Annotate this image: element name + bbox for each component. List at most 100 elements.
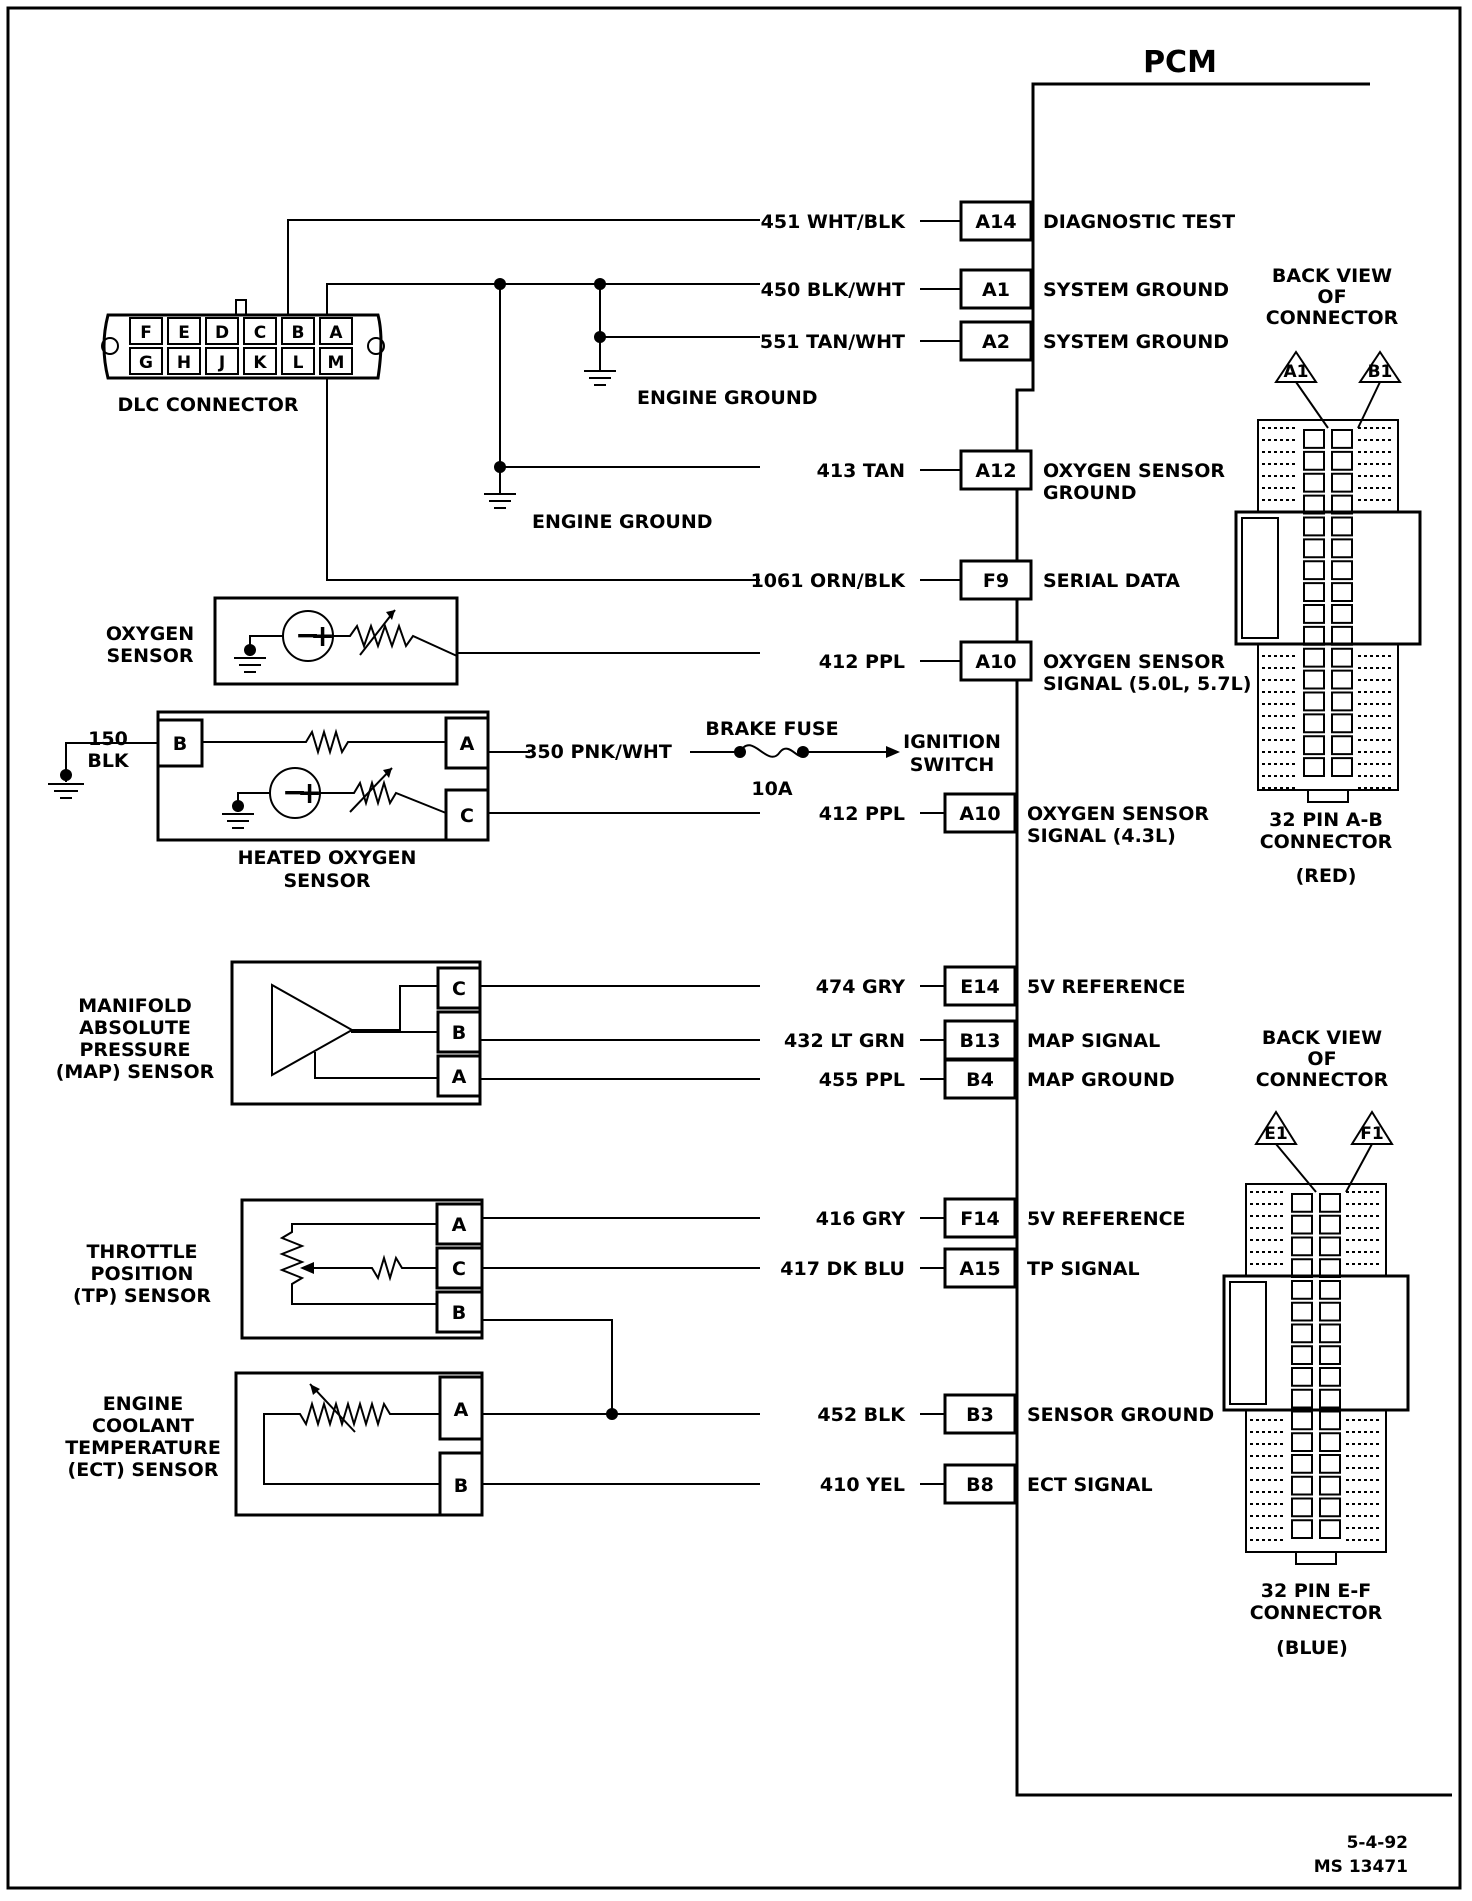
dlc-pin-label: H bbox=[177, 353, 191, 373]
ignition-switch-label: IGNITION bbox=[903, 731, 1001, 753]
brake-fuse-symbol bbox=[739, 744, 804, 758]
engine-ground-label: ENGINE GROUND bbox=[532, 511, 713, 533]
connector-ef-body bbox=[1222, 1183, 1410, 1565]
wire-label: 412 PPL bbox=[819, 651, 905, 673]
pcm-function-label: SIGNAL (5.0L, 5.7L) bbox=[1043, 673, 1251, 695]
pin-cavity bbox=[1331, 538, 1353, 559]
tp-pin: B bbox=[452, 1302, 466, 1324]
amplifier-symbol bbox=[271, 983, 355, 1077]
pcm-function-label: OXYGEN SENSOR bbox=[1043, 460, 1225, 482]
dlc-pin-label: G bbox=[139, 353, 153, 373]
pcm-pin-box bbox=[959, 449, 1033, 491]
connector-latch-tab bbox=[1241, 517, 1279, 639]
pcm-pin-label: F9 bbox=[983, 570, 1009, 592]
pcm-function-label: ECT SIGNAL bbox=[1027, 1474, 1153, 1496]
pcm-pin-box bbox=[959, 268, 1033, 310]
dlc-pin-cell bbox=[129, 317, 163, 345]
connector-ef-label: CONNECTOR bbox=[1250, 1602, 1383, 1624]
dlc-pin-cell bbox=[319, 347, 353, 375]
pin-cavity bbox=[1303, 538, 1325, 559]
tp-sensor-label: THROTTLE bbox=[86, 1241, 197, 1263]
footer-code: MS 13471 bbox=[1314, 1857, 1408, 1877]
dlc-pin-cell bbox=[205, 347, 239, 375]
pin-cavity bbox=[1319, 1323, 1341, 1344]
ho2s-label: SENSOR bbox=[283, 870, 370, 892]
map-sensor-label: PRESSURE bbox=[79, 1039, 190, 1061]
connector-ab-label: 32 PIN A-B bbox=[1269, 809, 1383, 831]
svg-text:−: − bbox=[282, 775, 307, 810]
pcm-title: PCM bbox=[1143, 45, 1217, 80]
tp-sensor-label: (TP) SENSOR bbox=[73, 1285, 211, 1307]
pcm-function-label: SYSTEM GROUND bbox=[1043, 279, 1229, 301]
connector-ef-view-label: OF bbox=[1307, 1048, 1336, 1070]
pin-cavity bbox=[1303, 560, 1325, 581]
dlc-pin-cell bbox=[205, 317, 239, 345]
wiper-arrow-icon bbox=[300, 1262, 314, 1274]
connector-ef-label: 32 PIN E-F bbox=[1261, 1580, 1371, 1602]
pin-cavity bbox=[1303, 625, 1325, 646]
ho2s-supply-wire: 350 PNK/WHT bbox=[524, 741, 672, 763]
wire-label: 412 PPL bbox=[819, 803, 905, 825]
ect-sensor-label: TEMPERATURE bbox=[65, 1437, 221, 1459]
dlc-pin-label: L bbox=[293, 353, 304, 373]
pin-cavity bbox=[1319, 1475, 1341, 1496]
pin-cavity bbox=[1319, 1454, 1341, 1474]
pcm-function-label: GROUND bbox=[1043, 482, 1136, 504]
dlc-pin-cell bbox=[243, 347, 277, 375]
heated-oxygen-sensor: B A C − + HEATED OXYGEN SENSOR 150 BLK 3… bbox=[48, 710, 1001, 892]
oxygen-sensor-label: OXYGEN bbox=[106, 623, 194, 645]
wire-label: 455 PPL bbox=[819, 1069, 905, 1091]
tp-sensor: A C B THROTTLE POSITION (TP) SENSOR bbox=[73, 1198, 760, 1414]
engine-ground-label: ENGINE GROUND bbox=[637, 387, 818, 409]
dlc-pin-label: A bbox=[329, 323, 343, 343]
pin-cavity bbox=[1291, 1214, 1313, 1235]
pin-tag: A1 bbox=[1284, 362, 1309, 382]
pcm-function-label: SYSTEM GROUND bbox=[1043, 331, 1229, 353]
pin-cavity bbox=[1303, 647, 1325, 668]
wire-label: 452 BLK bbox=[817, 1404, 906, 1426]
pin-cavity bbox=[1303, 429, 1325, 449]
map-pin: C bbox=[452, 978, 466, 1000]
dlc-wiring: ENGINE GROUND ENGINE GROUND bbox=[287, 219, 818, 581]
map-sensor-label: MANIFOLD bbox=[78, 995, 192, 1017]
wire-label: 551 TAN/WHT bbox=[760, 331, 905, 353]
dlc-pin-label: C bbox=[254, 323, 266, 343]
dlc-pin-cell bbox=[167, 347, 201, 375]
splice-dot bbox=[594, 331, 606, 343]
pin-cavity bbox=[1319, 1236, 1341, 1257]
arrow-icon bbox=[886, 746, 900, 758]
pin-cavity bbox=[1331, 516, 1353, 537]
connector-ab-view-label: BACK VIEW bbox=[1272, 265, 1392, 287]
map-pin: B bbox=[452, 1022, 466, 1044]
pcm-pin-label: A15 bbox=[959, 1258, 1000, 1280]
pin-tag: B1 bbox=[1368, 362, 1393, 382]
pin-cavity bbox=[1303, 450, 1325, 471]
dlc-pin-label: J bbox=[218, 353, 225, 373]
wire-label: 1061 ORN/BLK bbox=[751, 570, 907, 592]
pcm-pin-box bbox=[943, 1247, 1017, 1289]
pcm-function-label: MAP SIGNAL bbox=[1027, 1030, 1160, 1052]
pcm-pin-label: A10 bbox=[959, 803, 1000, 825]
pin-cavity bbox=[1319, 1519, 1341, 1539]
connector-latch-tab bbox=[1229, 1281, 1267, 1405]
pin-cavity bbox=[1303, 516, 1325, 537]
map-sensor-label: (MAP) SENSOR bbox=[56, 1061, 215, 1083]
pcm-function-label: DIAGNOSTIC TEST bbox=[1043, 211, 1235, 233]
page-frame bbox=[6, 6, 1462, 1890]
pin-cavity bbox=[1303, 669, 1325, 690]
ho2s-pin: A bbox=[460, 733, 475, 755]
ect-pin: A bbox=[454, 1399, 469, 1421]
pin-cavity bbox=[1319, 1388, 1341, 1409]
ect-pin: B bbox=[454, 1475, 468, 1497]
ect-sensor-label: COOLANT bbox=[92, 1415, 194, 1437]
pin-cavity bbox=[1331, 429, 1353, 449]
ect-sensor-label: (ECT) SENSOR bbox=[68, 1459, 219, 1481]
pin-cavity bbox=[1319, 1432, 1341, 1452]
